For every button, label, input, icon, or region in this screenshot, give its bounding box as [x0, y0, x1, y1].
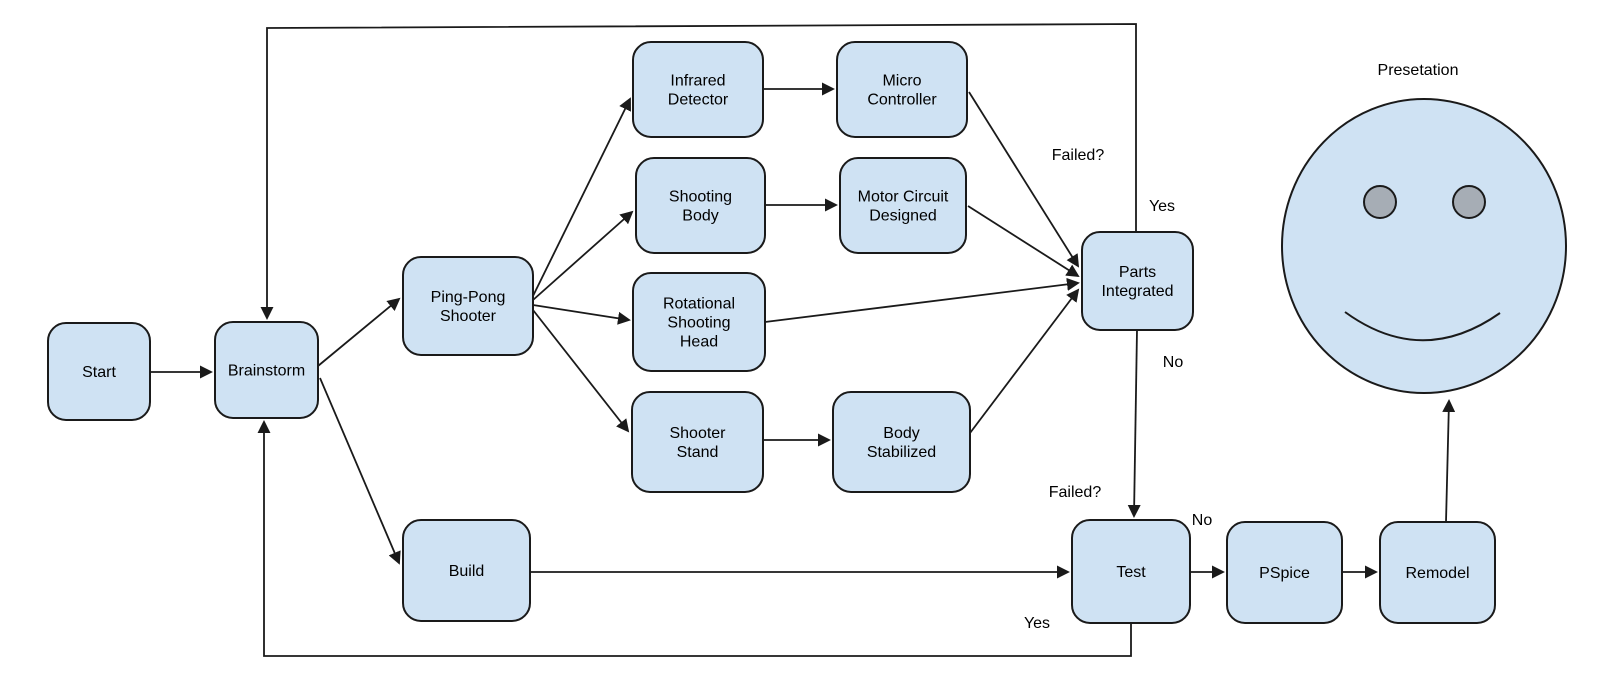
node-remodel-box [1379, 521, 1496, 624]
node-test: Test [1071, 519, 1191, 624]
edge-label-failed-parts-integrated: Failed? [1052, 147, 1105, 164]
edge-ping-pong-shooter-to-shooting-body [532, 210, 634, 301]
edge-test-yes-loop-to-brainstorm [257, 420, 1132, 657]
edge-motor-circuit-designed-to-parts-integrated [967, 205, 1080, 278]
node-pspice-label: PSpice [1259, 565, 1310, 582]
node-start: Start [47, 322, 151, 421]
edge-brainstorm-to-ping-pong-shooter [317, 297, 401, 367]
node-rotational-shooting-head-box [632, 272, 766, 372]
smiley-eye-right [1452, 185, 1486, 219]
smiley-eye-left [1363, 185, 1397, 219]
edge-micro-controller-to-parts-integrated [968, 91, 1080, 268]
node-test-box [1071, 519, 1191, 624]
node-brainstorm: Brainstorm [214, 321, 319, 419]
edge-ping-pong-shooter-to-shooter-stand [532, 309, 630, 433]
node-brainstorm-box [214, 321, 319, 419]
node-motor-circuit-designed-box [839, 157, 967, 254]
node-pspice: PSpice [1226, 521, 1343, 624]
smiley-mouth [1344, 311, 1501, 342]
node-body-stabilized-box [832, 391, 971, 493]
node-shooting-body-box [635, 157, 766, 254]
node-remodel-label: Remodel [1405, 565, 1469, 582]
smiley-face [1281, 98, 1567, 394]
node-build-label: Build [449, 563, 485, 580]
node-test-label: Test [1116, 564, 1146, 581]
edge-label-failed-test: Failed? [1049, 484, 1102, 501]
edge-ping-pong-shooter-to-infrared-detector [532, 97, 631, 297]
node-start-label: Start [82, 364, 116, 381]
node-pspice-box [1226, 521, 1343, 624]
presentation-group: Presetation [1281, 62, 1567, 394]
edge-body-stabilized-to-parts-integrated [966, 288, 1080, 438]
edge-brainstorm-to-build [319, 377, 401, 565]
node-build-box [402, 519, 531, 622]
edge-rotational-shooting-head-to-parts-integrated [764, 277, 1080, 323]
node-ping-pong-shooter-box [402, 256, 534, 356]
edge-ping-pong-shooter-to-rotational-shooting-head [532, 304, 631, 325]
edge-label-yes-parts-integrated: Yes [1149, 198, 1175, 215]
presentation-title: Presetation [1378, 62, 1459, 79]
node-brainstorm-label: Brainstorm [228, 363, 305, 380]
node-remodel: Remodel [1379, 521, 1496, 624]
node-infrared-detector-box [632, 41, 764, 138]
node-shooter-stand-box [631, 391, 764, 493]
edge-parts-integrated-yes-loop-to-brainstorm [260, 23, 1137, 320]
node-start-box [47, 322, 151, 421]
edge-remodel-to-presentation [1442, 399, 1456, 523]
node-micro-controller-box [836, 41, 968, 138]
node-parts-integrated-box [1081, 231, 1194, 331]
node-build: Build [402, 519, 531, 622]
edge-label-no-test: No [1192, 512, 1213, 529]
edge-label-no-parts-integrated: No [1163, 354, 1184, 371]
edge-label-yes-test: Yes [1024, 615, 1050, 632]
edge-parts-integrated-no-to-test [1127, 329, 1141, 518]
